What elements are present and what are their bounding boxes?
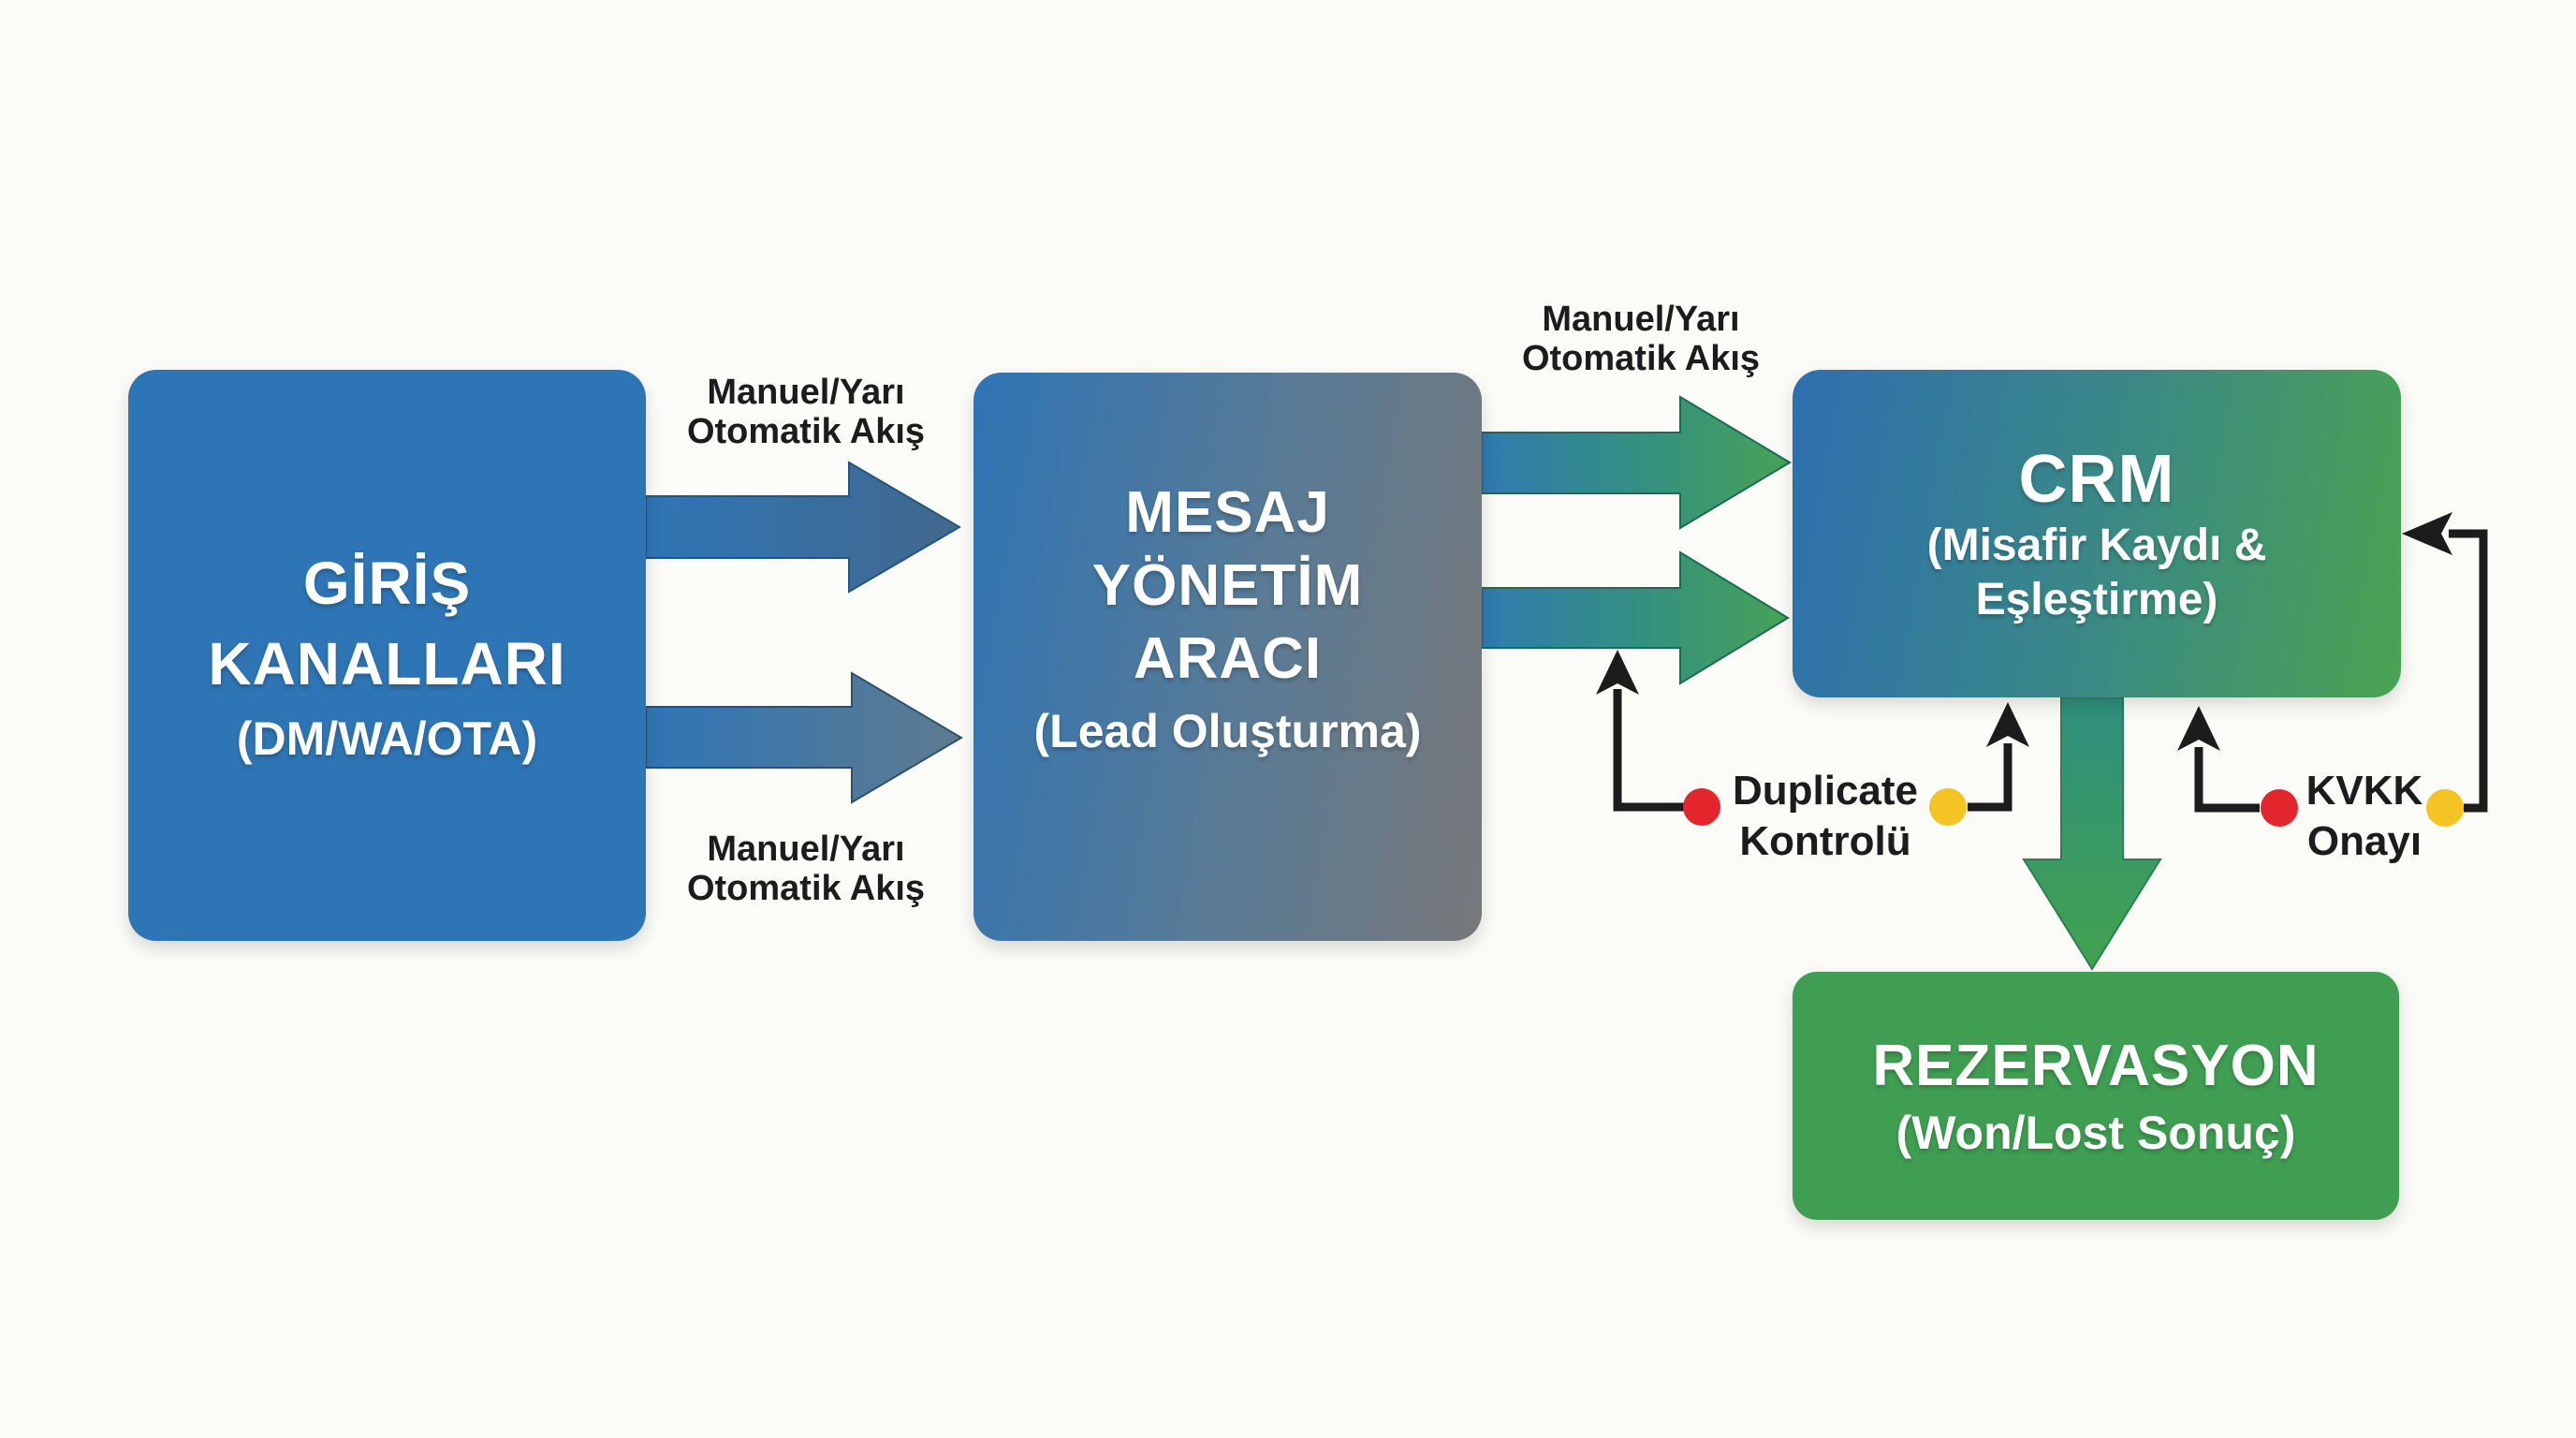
duplicate-yellow-dot-icon (1929, 788, 1967, 826)
flow-arrow-crm-to-rezervasyon (2022, 697, 2162, 971)
flow-label-left-top: Manuel/Yarı Otomatik Akış (687, 373, 925, 451)
kvkk-feedback-line-left (2194, 747, 2260, 813)
giris-kanallari-box: GİRİŞ KANALLARI (DM/WA/OTA) (128, 370, 646, 941)
flow-label-right-top-line2: Otomatik Akış (1521, 339, 1761, 378)
duplicate-feedback-line-left (1613, 689, 1685, 812)
flow-arrow-mesaj-to-crm-bottom (1481, 550, 1790, 685)
flow-label-left-top-line2: Otomatik Akış (686, 412, 926, 451)
kvkk-label-line1: KVKK (2305, 768, 2423, 814)
kvkk-red-dot-icon (2261, 789, 2298, 827)
flow-arrow-mesaj-to-crm-top (1481, 395, 1792, 530)
mesaj-yonetim-box: MESAJ YÖNETİM ARACI (Lead Oluşturma) (973, 373, 1482, 941)
giris-kanallari-text: GİRİŞ KANALLARI (DM/WA/OTA) (208, 543, 565, 768)
mesaj-title-line2: YÖNETİM (1091, 552, 1364, 618)
duplicate-feedback-arrowhead-right (1986, 702, 2029, 747)
rezervasyon-subtitle: (Won/Lost Sonuç) (1895, 1106, 2296, 1159)
duplicate-feedback-line-right (1968, 743, 2012, 812)
duplicate-label-line2: Kontrolü (1739, 818, 1911, 864)
flow-arrow-giris-to-mesaj-bottom (645, 671, 963, 804)
crm-subtitle-line1: (Misafir Kaydı & (1926, 521, 2267, 570)
crm-box: CRM (Misafir Kaydı & Eşleştirme) (1793, 370, 2401, 697)
flow-label-right-top: Manuel/Yarı Otomatik Akış (1522, 300, 1760, 378)
kvkk-yellow-dot-icon (2426, 789, 2464, 827)
mesaj-subtitle: (Lead Oluşturma) (1033, 704, 1422, 757)
flow-arrow-giris-to-mesaj-top (645, 461, 961, 594)
mesaj-yonetim-text: MESAJ YÖNETİM ARACI (Lead Oluşturma) (1034, 477, 1422, 759)
giris-subtitle: (DM/WA/OTA) (236, 712, 538, 765)
duplicate-kontrolu-label: Duplicate Kontrolü (1733, 766, 1918, 867)
giris-title-line2: KANALLARI (208, 630, 566, 697)
crm-text: CRM (Misafir Kaydı & Eşleştirme) (1927, 440, 2267, 627)
mesaj-title-line3: ARACI (1133, 625, 1323, 691)
flow-label-left-bottom-line2: Otomatik Akış (686, 869, 926, 908)
kvkk-feedback-arrowhead-left (2177, 706, 2220, 751)
crm-subtitle-line2: Eşleştirme) (1975, 575, 2218, 624)
duplicate-feedback-arrowhead-left (1596, 650, 1639, 695)
duplicate-label-line1: Duplicate (1732, 768, 1919, 814)
kvkk-label-line2: Onayı (2306, 818, 2422, 864)
flow-label-left-bottom-line1: Manuel/Yarı (707, 829, 905, 869)
flow-label-left-bottom: Manuel/Yarı Otomatik Akış (687, 829, 925, 908)
rezervasyon-box: REZERVASYON (Won/Lost Sonuç) (1793, 972, 2399, 1220)
kvkk-feedback-arrowhead-right (2402, 512, 2452, 555)
rezervasyon-title: REZERVASYON (1872, 1033, 2320, 1098)
crm-title: CRM (2018, 442, 2175, 517)
duplicate-red-dot-icon (1683, 788, 1720, 826)
flow-label-left-top-line1: Manuel/Yarı (707, 373, 905, 412)
kvkk-onayi-label: KVKK Onayı (2306, 766, 2423, 867)
giris-title-line1: GİRİŞ (302, 550, 472, 617)
flow-label-right-top-line1: Manuel/Yarı (1542, 300, 1740, 339)
kvkk-feedback-line-right (2449, 529, 2488, 813)
rezervasyon-text: REZERVASYON (Won/Lost Sonuç) (1872, 1032, 2319, 1161)
mesaj-title-line1: MESAJ (1125, 479, 1330, 545)
